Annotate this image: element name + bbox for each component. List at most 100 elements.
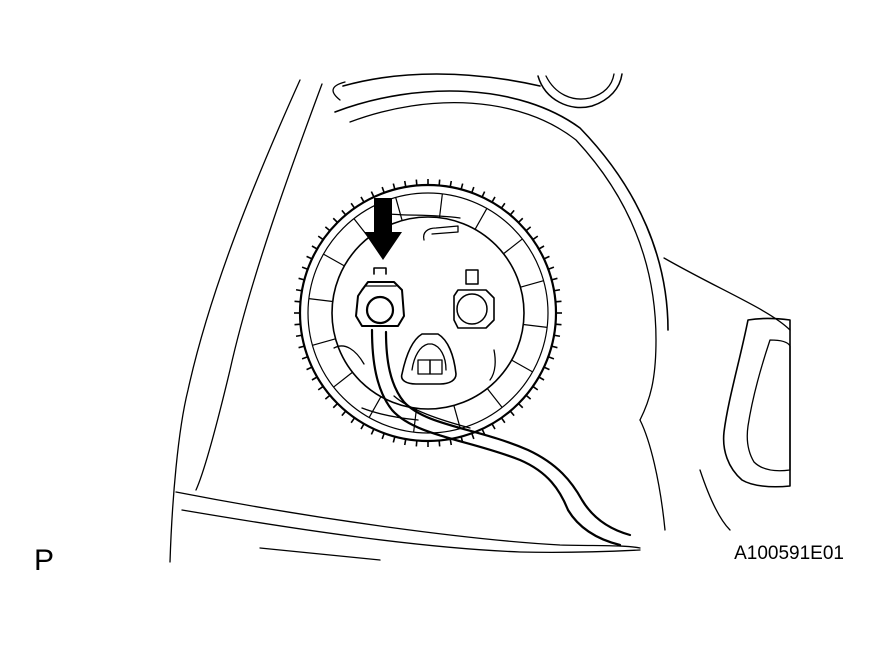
flange-tooth bbox=[415, 440, 418, 447]
flange-tooth bbox=[370, 191, 375, 198]
right-housing bbox=[663, 257, 791, 531]
flange-tooth bbox=[392, 436, 396, 443]
flange-ribs bbox=[308, 193, 548, 433]
flange-tooth bbox=[350, 202, 356, 209]
flange-tooth bbox=[298, 345, 305, 349]
flange-tooth bbox=[555, 323, 562, 326]
flange-rib bbox=[395, 197, 403, 221]
flange-tooth bbox=[532, 235, 539, 241]
flange-tooth bbox=[317, 385, 324, 391]
flange-tooth bbox=[481, 191, 486, 198]
pump-lower-connector bbox=[400, 333, 457, 385]
flange-tooth bbox=[306, 255, 313, 260]
flange-tooth bbox=[543, 366, 550, 371]
flange-tooth bbox=[460, 183, 464, 190]
flange-tooth bbox=[341, 209, 347, 216]
flange-tooth bbox=[538, 245, 545, 250]
tank-body-outline bbox=[169, 73, 669, 563]
flange-tooth bbox=[295, 334, 303, 338]
flange-tooth bbox=[449, 180, 453, 188]
flange-tooth bbox=[481, 428, 486, 435]
tank-access-hole bbox=[537, 73, 623, 109]
flange-rib bbox=[511, 359, 533, 373]
flange-tooth bbox=[370, 428, 375, 435]
flange-tooth bbox=[553, 288, 561, 292]
flange-tooth bbox=[295, 288, 303, 292]
flange-tooth bbox=[301, 266, 308, 270]
flange-rib bbox=[503, 238, 523, 255]
tank-access-hole-inner bbox=[545, 73, 615, 100]
flange-rib bbox=[333, 371, 353, 388]
flange-tooth bbox=[491, 423, 496, 430]
flange-tooth bbox=[381, 433, 385, 440]
flange-mid-ring bbox=[307, 192, 549, 434]
flange-tooth bbox=[332, 402, 339, 409]
flange-rib bbox=[523, 323, 548, 328]
flange-tooth bbox=[341, 410, 347, 417]
flange-tooth bbox=[471, 186, 475, 193]
flange-tooth bbox=[311, 245, 318, 250]
flange-inner-ring bbox=[331, 216, 525, 410]
flange-tooth bbox=[551, 345, 558, 349]
flange-outer-ring bbox=[298, 183, 558, 443]
flange-rib bbox=[308, 298, 333, 303]
flange-tooth bbox=[294, 300, 301, 303]
flange-tooth bbox=[491, 196, 496, 203]
flange-tooth bbox=[543, 255, 550, 260]
flange-tooth bbox=[306, 366, 313, 371]
flange-tooth bbox=[509, 209, 515, 216]
flange-tooth bbox=[471, 433, 475, 440]
flange-tooth bbox=[551, 277, 558, 281]
flange-tooth bbox=[553, 334, 561, 338]
flange-rib bbox=[520, 280, 544, 288]
pump-electrical-connector bbox=[355, 267, 405, 327]
flange-tooth bbox=[294, 323, 301, 326]
flange-tooth bbox=[509, 410, 515, 417]
flange-tooth bbox=[438, 440, 441, 447]
pump-plate-details bbox=[333, 213, 496, 421]
wire-harness bbox=[370, 328, 632, 547]
flange-tooth bbox=[403, 180, 407, 188]
flange-rib bbox=[474, 208, 488, 230]
flange-tooth bbox=[311, 376, 318, 381]
flange-tooth bbox=[324, 394, 331, 400]
flange-teeth bbox=[294, 179, 562, 447]
arrow-down-icon bbox=[364, 198, 402, 260]
flange-tooth bbox=[449, 438, 453, 446]
flange-tooth bbox=[381, 186, 385, 193]
flange-tooth bbox=[548, 356, 555, 360]
flange-tooth bbox=[525, 226, 532, 232]
flange-tooth bbox=[415, 179, 418, 186]
flange-tooth bbox=[438, 179, 441, 186]
flange-tooth bbox=[360, 423, 365, 430]
flange-tooth bbox=[555, 300, 562, 303]
flange-tooth bbox=[525, 394, 532, 400]
flange-tooth bbox=[500, 417, 506, 424]
flange-tooth bbox=[538, 376, 545, 381]
flange-rib bbox=[486, 388, 503, 408]
fuel-pump-flange bbox=[294, 179, 562, 447]
flange-tooth bbox=[548, 266, 555, 270]
flange-rib bbox=[312, 338, 336, 346]
flange-tooth bbox=[360, 196, 365, 203]
flange-rib bbox=[438, 193, 443, 218]
figure-id: A100591E01 bbox=[734, 543, 844, 564]
flange-tooth bbox=[301, 356, 308, 360]
flange-rib bbox=[368, 396, 382, 418]
pump-outlet-port bbox=[453, 269, 495, 329]
flange-tooth bbox=[350, 417, 356, 424]
flange-tooth bbox=[517, 402, 524, 409]
flange-tooth bbox=[317, 235, 324, 241]
flange-rib bbox=[323, 253, 345, 267]
flange-tooth bbox=[532, 385, 539, 391]
flange-tooth bbox=[332, 217, 339, 224]
flange-tooth bbox=[324, 226, 331, 232]
flange-tooth bbox=[403, 438, 407, 446]
flange-tooth bbox=[517, 217, 524, 224]
view-letter: P bbox=[34, 544, 55, 577]
flange-tooth bbox=[392, 183, 396, 190]
flange-tooth bbox=[500, 202, 506, 209]
flange-tooth bbox=[298, 277, 305, 281]
